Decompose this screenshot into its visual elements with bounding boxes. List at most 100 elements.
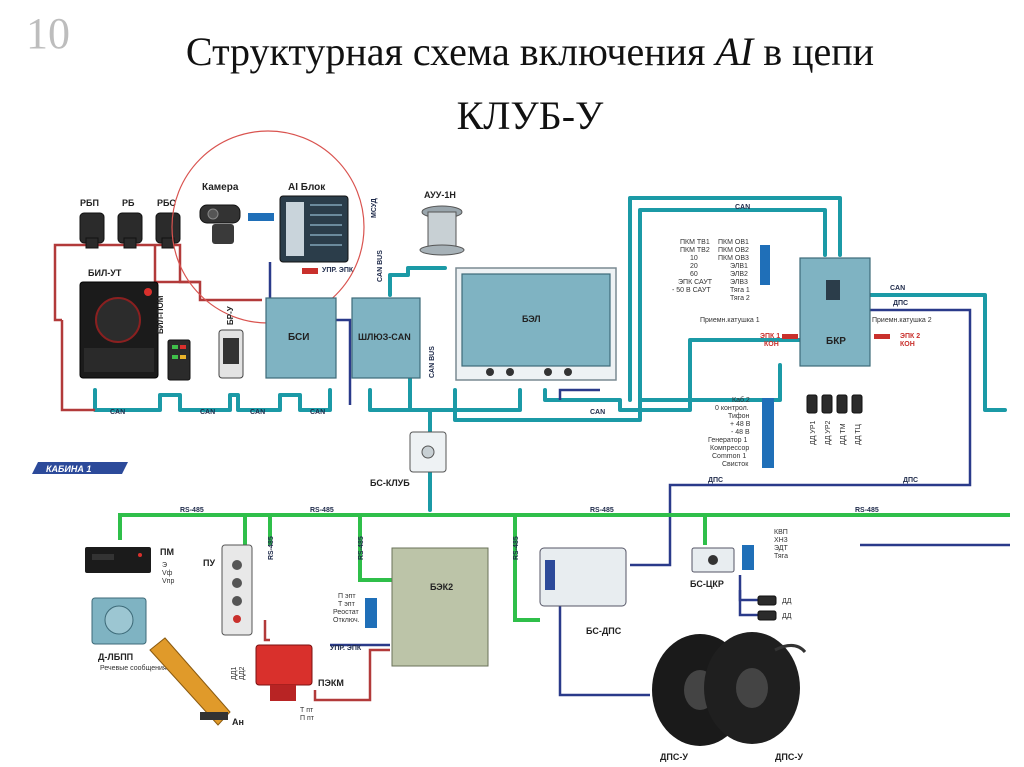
bkr-bottom-connector — [762, 398, 774, 468]
bkr-bl-0: Каб.2 — [732, 396, 750, 404]
bil-pom-label: БИЛ-ПОМ — [156, 295, 165, 334]
bs-dps-label: БС-ДПС — [586, 626, 622, 636]
br-u: БР-У — [218, 305, 244, 379]
an-sig-1: ДД2 — [239, 667, 246, 680]
sensor-rbs: РБС — [155, 198, 181, 249]
bil-ut: БИЛ-УТ — [79, 268, 159, 379]
bil-pom: БИЛ-ПОМ — [156, 295, 191, 381]
sensor-rb: РБ — [117, 198, 143, 249]
bkr-sensor-3: ДД ТЦ — [855, 423, 862, 445]
rs485-wires — [118, 513, 1010, 622]
tskr-dd-1: ДД — [782, 613, 792, 620]
msud-label: МСУД — [371, 198, 378, 218]
br-u-label: БР-У — [226, 305, 235, 325]
bkr-in-l-4: 60 — [690, 271, 698, 278]
bek2-in-1: Т эпт — [338, 601, 356, 608]
pm-sig-0: Э — [162, 562, 167, 569]
pm-label: ПМ — [160, 547, 174, 557]
can-label-4: CAN — [310, 409, 325, 416]
pm-sig-1: Vф — [162, 570, 173, 577]
bs-klub-label: БС-КЛУБ — [370, 478, 410, 488]
bkr-bl-6: Компрессор — [710, 445, 749, 452]
rs485-vert-2: RS-485 — [358, 536, 365, 560]
kon1-label: КОН — [764, 341, 779, 348]
rbp-label: РБП — [80, 198, 99, 208]
camera: Камера — [199, 182, 241, 244]
coil1-label: Приемн.катушка 1 — [700, 317, 760, 324]
bek2-in-2: Реостат — [333, 609, 360, 616]
rs485-label-2: RS-485 — [310, 507, 334, 514]
page-subtitle: КЛУБ-У — [456, 93, 604, 138]
bkr-in-m-3: ЭЛВ1 — [730, 263, 748, 270]
bkr-in-m-2: ПКМ ОВ3 — [718, 255, 749, 262]
bkr-in-l-6: - 50 В САУТ — [672, 287, 711, 294]
bkr-in-m-4: ЭЛВ2 — [730, 271, 748, 278]
slide-number: 10 — [26, 9, 70, 58]
auu-1n: АУУ-1Н — [419, 190, 465, 256]
dps-u-1-label: ДПС-У — [660, 752, 688, 762]
can-label-5: CAN — [590, 409, 605, 416]
bs-klub: БС-КЛУБ — [370, 431, 447, 488]
pekm: ПЭКМ Т пт П пт — [255, 644, 344, 722]
upr-epk-marker — [302, 268, 318, 274]
pm-sig-2: Vпр — [162, 578, 174, 585]
bek2: БЭК2 П эпт Т эпт Реостат Отключ. — [333, 547, 489, 667]
can-label-6: CAN — [735, 204, 750, 211]
rs485-vert-3: RS-485 — [513, 536, 520, 560]
rs485-label-4: RS-485 — [855, 507, 879, 514]
tskr-dd-0: ДД — [782, 598, 792, 605]
bel-label: БЭЛ — [522, 314, 541, 324]
bkr-in-l-2: 10 — [690, 255, 698, 262]
power-wires — [53, 243, 390, 702]
d-lbpp-label: Д-ЛБПП — [98, 652, 133, 662]
bkr-sensor-0: ДД УР1 — [810, 420, 817, 445]
bek2-in-0: П эпт — [338, 593, 356, 600]
dps-label-3: ДПС — [903, 477, 918, 484]
rb-label: РБ — [122, 198, 135, 208]
bus-labels: CAN CAN CAN CAN CAN CAN CAN ДПС ДПС ДПС … — [110, 198, 918, 652]
epk2-label: ЭПК 2 — [900, 333, 920, 340]
coil2-label: Приемн.катушка 2 — [872, 317, 932, 324]
bkr-bl-5: Генератор 1 — [708, 437, 747, 444]
bkr-in-m-1: ПКМ ОВ2 — [718, 247, 749, 254]
pu: ПУ — [203, 544, 253, 636]
page-title: Структурная схема включения AI в цепи — [60, 32, 1000, 72]
bkr: БКР — [799, 257, 871, 367]
bkr-bl-4: - 48 В — [731, 429, 750, 436]
can-label-7: CAN — [890, 285, 905, 292]
bkr-in-l-1: ПКМ ТВ2 — [680, 247, 710, 254]
title-ai: AI — [715, 29, 754, 74]
bkr-sensor-2: ДД ТМ — [840, 423, 847, 445]
can-label-2: CAN — [200, 409, 215, 416]
bkr-in-m-0: ПКМ ОВ1 — [718, 239, 749, 246]
auu-label: АУУ-1Н — [424, 190, 456, 200]
cabin-badge: КАБИНА 1 — [32, 462, 128, 474]
gateway-can: ШЛЮЗ-CAN — [351, 297, 421, 379]
camera-link — [248, 213, 274, 221]
bkr-in-m-5: ЭЛВ3 — [730, 279, 748, 286]
kon2-label: КОН — [900, 341, 915, 348]
bkr-in-l-3: 20 — [690, 263, 698, 270]
pekm-label: ПЭКМ — [318, 678, 344, 688]
tskr-sig-2: ЭДТ — [774, 545, 789, 552]
bs-tskr: БС-ЦКР КВП ХН3 ЭДТ Тяга ДД ДД — [690, 529, 792, 621]
dps-u-2: ДПС-У — [704, 632, 807, 762]
bkr-bl-7: Common 1 — [712, 453, 746, 460]
bs-dps: БС-ДПС — [539, 547, 627, 636]
bkr-bl-1: 0 контрол. — [715, 405, 749, 412]
bkr-in-m-7: Тяга 2 — [730, 295, 750, 302]
title-text-2: в цепи — [753, 29, 875, 74]
dps-u-2-label: ДПС-У — [775, 752, 803, 762]
dps-label-1: ДПС — [893, 300, 908, 307]
can-label-3: CAN — [250, 409, 265, 416]
bil-ut-label: БИЛ-УТ — [88, 268, 122, 278]
rs485-label-1: RS-485 — [180, 507, 204, 514]
bkr-bl-3: + 48 В — [730, 421, 751, 428]
bkr-sensors: ДД УР1 ДД УР2 ДД ТМ ДД ТЦ — [806, 394, 863, 445]
tskr-sig-0: КВП — [774, 529, 788, 536]
d-lbpp-sub: Речевые сообщения — [100, 664, 167, 672]
bkr-sensor-1: ДД УР2 — [825, 420, 832, 445]
bek2-label: БЭК2 — [430, 582, 453, 592]
bkr-in-l-5: ЭПК САУТ — [678, 279, 713, 286]
upr-epk-label-2: УПР. ЭПК — [330, 645, 362, 652]
